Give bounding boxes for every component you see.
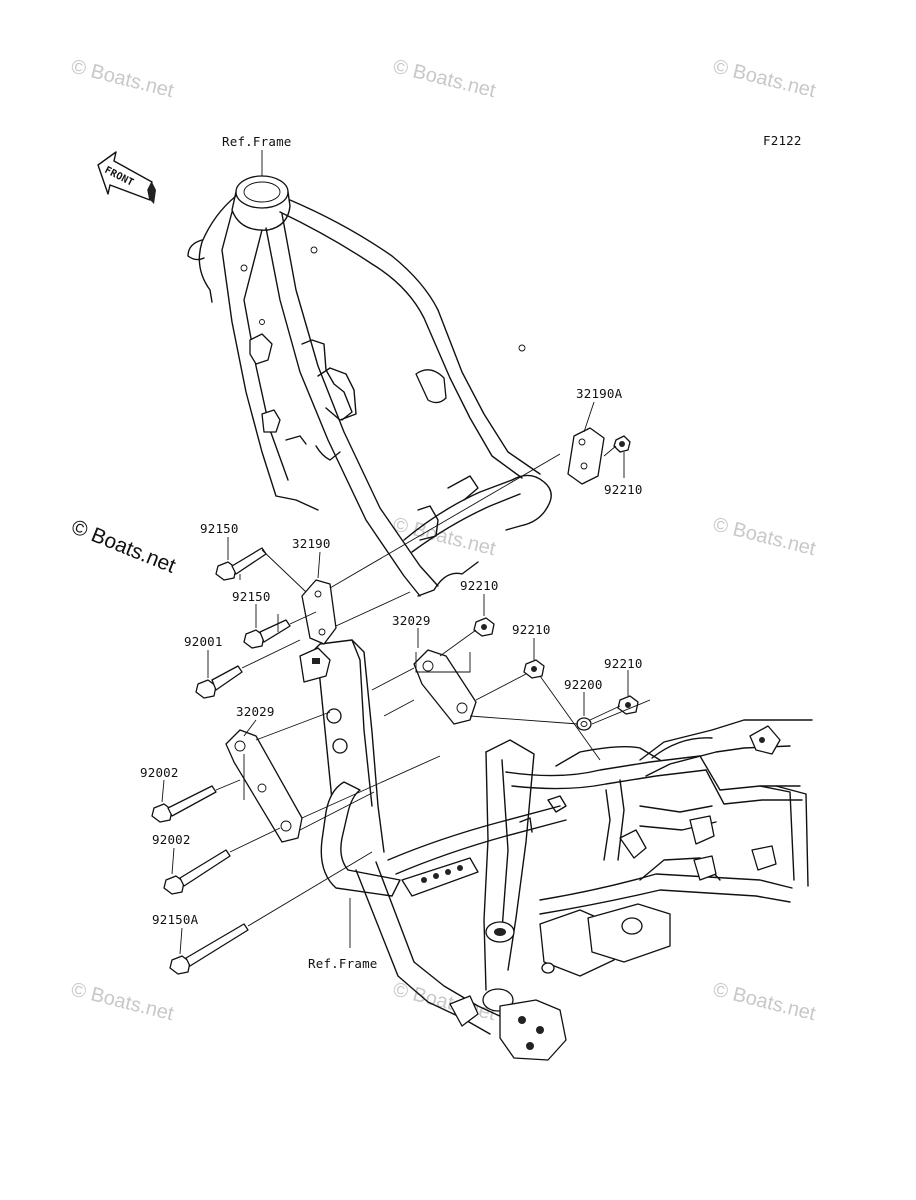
label-92002-a: 92002: [140, 765, 179, 780]
part-92150-bolt-a: [215, 547, 267, 581]
label-32029-a: 32029: [392, 613, 431, 628]
label-92150-a: 92150: [200, 521, 239, 536]
watermark-prominent: © Boats.net: [68, 515, 179, 578]
part-92002-bolt-b: [163, 849, 231, 895]
label-92002-b: 92002: [152, 832, 191, 847]
figure-code: F2122: [763, 133, 802, 148]
part-92001-bolt: [195, 665, 243, 699]
watermark: © Boats.net: [711, 979, 818, 1026]
watermark: © Boats.net: [711, 56, 818, 103]
label-92210-a: 92210: [604, 482, 643, 497]
part-92150A-bolt: [169, 923, 249, 975]
lower-frame: [299, 639, 813, 1061]
label-32190: 32190: [292, 536, 331, 551]
watermark: © Boats.net: [711, 514, 818, 561]
label-92150-b: 92150: [232, 589, 271, 604]
label-32190A: 32190A: [576, 386, 623, 401]
upper-frame: [187, 175, 552, 597]
part-92150-bolt-b: [243, 619, 291, 649]
label-ref-frame-bottom: Ref.Frame: [308, 956, 378, 971]
watermark: © Boats.net: [69, 979, 176, 1026]
part-92210-nut-b: [473, 617, 495, 637]
label-92210-c: 92210: [512, 622, 551, 637]
watermark: © Boats.net: [69, 56, 176, 103]
callout-labels: Ref.Frame 32190A 92210 92150 32190 92210…: [140, 134, 643, 971]
label-92210-d: 92210: [604, 656, 643, 671]
part-92210-nut-a: [613, 435, 631, 453]
part-92210-nut-c: [523, 659, 545, 679]
watermark: © Boats.net: [391, 56, 498, 103]
label-92150A: 92150A: [152, 912, 199, 927]
part-32029-plate-b: [225, 729, 303, 843]
part-32190-plate: [301, 579, 337, 645]
label-92210-b: 92210: [460, 578, 499, 593]
part-92002-bolt-a: [151, 785, 217, 823]
label-32029-b: 32029: [236, 704, 275, 719]
assembly-lines: [161, 150, 651, 955]
front-arrow-icon: FRONT: [97, 151, 156, 204]
part-92200-washer: [576, 717, 592, 731]
label-ref-frame-top: Ref.Frame: [222, 134, 292, 149]
label-92001: 92001: [184, 634, 223, 649]
part-92210-nut-d: [617, 695, 639, 715]
label-92200: 92200: [564, 677, 603, 692]
part-32029-plate-a: [413, 649, 477, 725]
part-32190A-plate: [567, 427, 605, 485]
